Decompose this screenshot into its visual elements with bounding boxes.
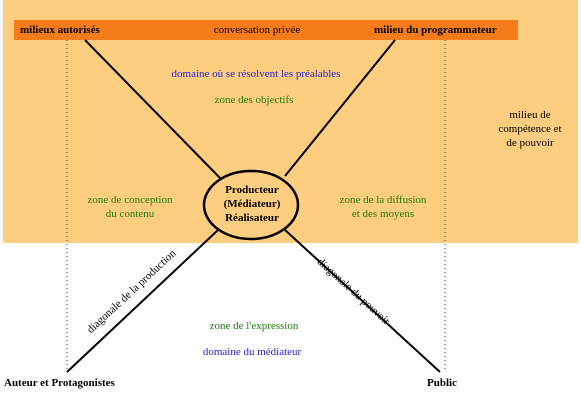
zone-diffusion-line2: et des moyens: [351, 208, 415, 220]
center-line3: Réalisateur: [225, 212, 279, 224]
zone-prealables: domaine où se résolvent les préalables: [171, 68, 341, 80]
center-line1: Producteur: [225, 184, 279, 196]
zone-competence-line3: de pouvoir: [506, 137, 554, 149]
center-ellipse: [202, 169, 300, 241]
zone-competence-line2: compétence et: [498, 123, 562, 135]
zone-mediateur: domaine du médiateur: [202, 346, 302, 358]
zone-diffusion-line1: zone de la diffusion: [339, 194, 427, 206]
diagonal-upper-right: [284, 39, 396, 177]
zone-conception-line2: du contenu: [105, 208, 155, 220]
diagonal-upper-left: [84, 39, 221, 179]
top-left-label: milieux autorisés: [20, 24, 100, 36]
top-bar: [14, 20, 518, 40]
bottom-right-label: Public: [427, 377, 457, 389]
top-center-label: conversation privée: [213, 24, 301, 36]
zone-objectifs: zone des objectifs: [214, 94, 294, 106]
bottom-left-label: Auteur et Protagonistes: [4, 377, 115, 389]
diagonal-pouvoir-line: [284, 229, 441, 373]
zone-competence-line1: milieu de: [509, 109, 551, 121]
center-line2: (Médiateur): [223, 198, 281, 210]
zone-conception-line1: zone de conception: [87, 194, 173, 206]
top-right-label: milieu du programmateur: [374, 24, 497, 36]
diagonal-production-line: [66, 229, 219, 373]
zone-expression: zone de l'expression: [209, 320, 299, 332]
